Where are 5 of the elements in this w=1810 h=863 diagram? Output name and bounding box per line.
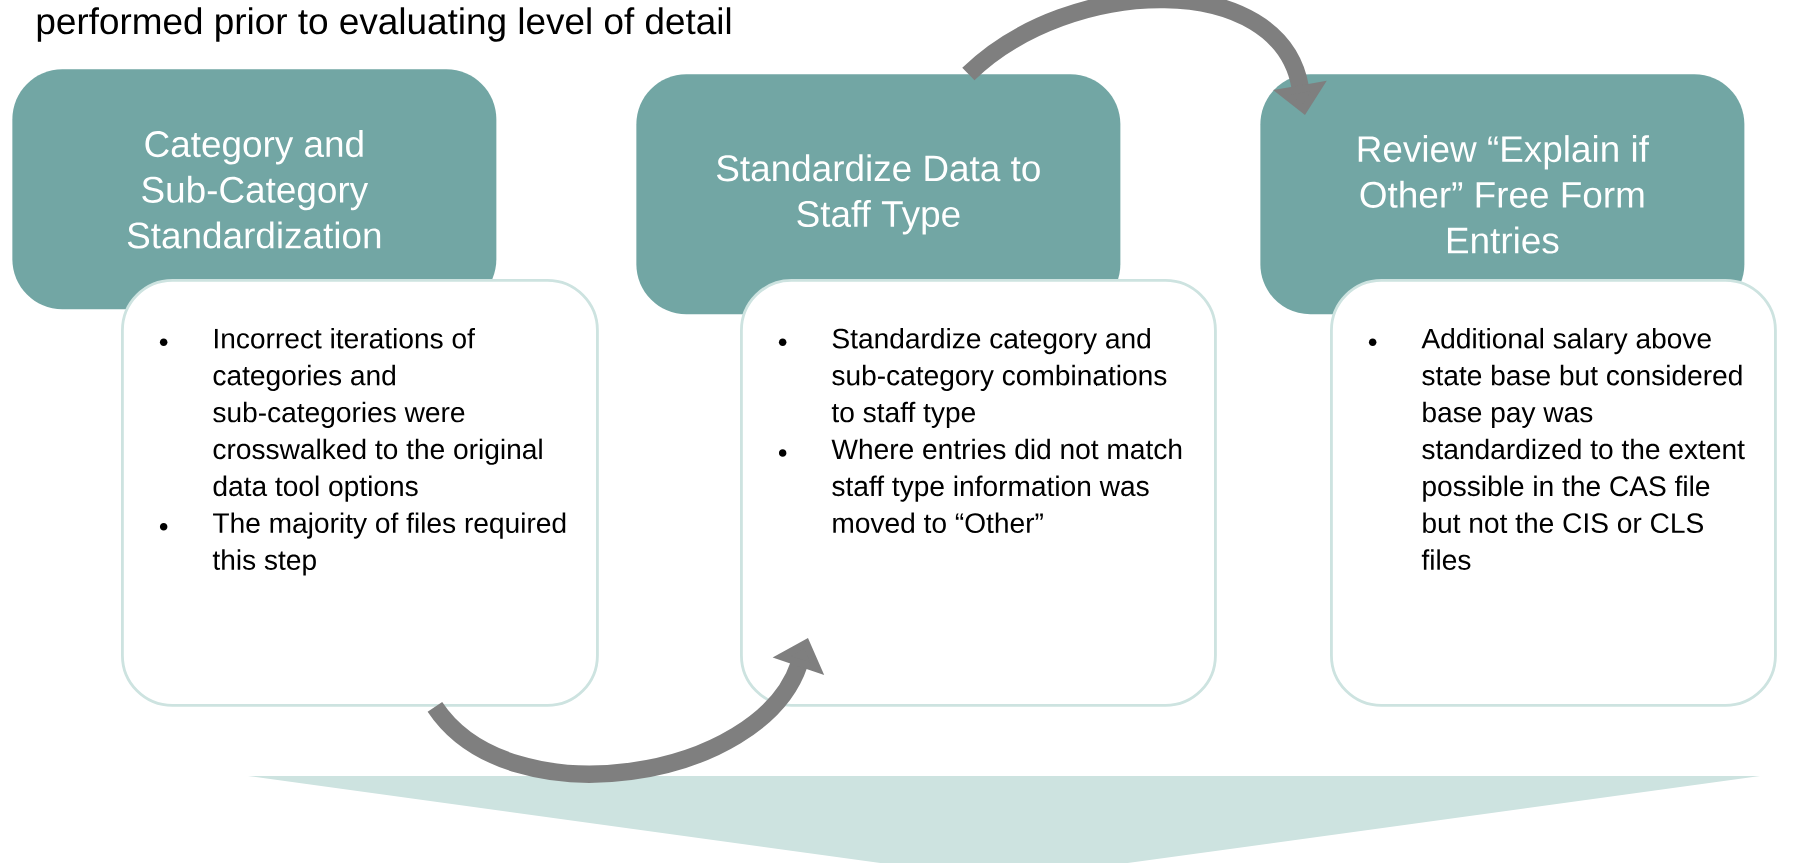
heading: performed prior to evaluating level of detail bbox=[37, 7, 731, 42]
bullet-text-box: Incorrect iterations of categories and sub-categories were crosswalked to the original data tool options The majority of files required this step bbox=[121, 279, 599, 707]
bullet-text-box: Standardize category and sub-category combinations to staff type Where entries did not match staff type information was moved to “Other” bbox=[740, 279, 1217, 707]
bullet-text-box: Additional salary above state base but considered base pay was standardized to the extent possible in the CAS file but not the CIS or CLS files bbox=[1330, 279, 1777, 707]
step-header-box: Category and Sub-Category Standardization bbox=[12, 69, 497, 310]
